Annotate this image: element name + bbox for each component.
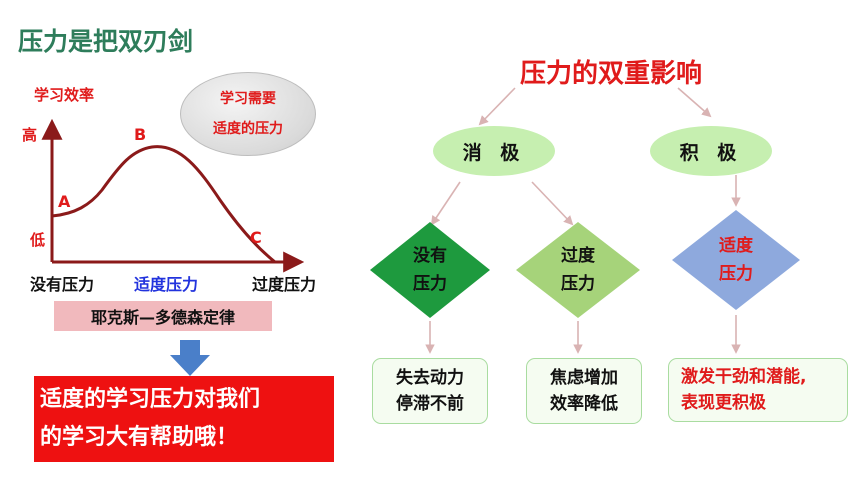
page-title: 压力是把双刃剑 — [18, 27, 194, 56]
x-label-over-pressure: 过度压力 — [252, 275, 317, 294]
arrow-title-to-positive — [677, 87, 712, 118]
performance-curve-chart — [41, 118, 305, 273]
result-no-pressure: 失去动力 停滞不前 — [372, 358, 488, 424]
note-bubble: 学习需要 适度的压力 — [180, 72, 316, 156]
arrow-negative-to-over — [531, 181, 574, 226]
result-over-line-1: 焦虑增加 — [550, 368, 618, 388]
inverted-u-curve — [51, 145, 276, 264]
y-tick-high: 高 — [22, 126, 38, 144]
y-axis-label: 学习效率 — [34, 86, 95, 104]
result-no-line-2: 停滞不前 — [396, 394, 464, 414]
result-moderate-line-1: 激发干劲和潜能, — [681, 367, 807, 387]
result-over-line-2: 效率降低 — [550, 394, 618, 414]
over-pressure-line-1: 过度 — [561, 246, 595, 266]
x-label-no-pressure: 没有压力 — [30, 275, 95, 294]
node-negative: 消 极 — [433, 126, 555, 176]
law-label: 耶克斯—多德森定律 — [54, 301, 272, 331]
flow-title: 压力的双重影响 — [520, 59, 703, 89]
arrow-negative-to-no — [430, 181, 461, 226]
diamond-moderate-pressure-label: 适度 压力 — [686, 230, 786, 290]
node-positive: 积 极 — [650, 126, 772, 176]
down-arrow-icon — [170, 340, 210, 376]
diamond-over-pressure-label: 过度 压力 — [528, 240, 628, 300]
no-pressure-line-2: 压力 — [413, 274, 447, 294]
result-moderate-line-2: 表现更积极 — [681, 393, 766, 413]
conclusion-box: 适度的学习压力对我们 的学习大有帮助哦！ — [34, 376, 334, 462]
result-moderate-pressure: 激发干劲和潜能, 表现更积极 — [668, 358, 848, 422]
conclusion-line-2: 的学习大有帮助哦！ — [40, 425, 239, 450]
result-over-pressure: 焦虑增加 效率降低 — [526, 358, 642, 424]
diamond-moderate-pressure-shape — [672, 210, 800, 310]
over-pressure-line-2: 压力 — [561, 274, 595, 294]
no-pressure-line-1: 没有 — [413, 246, 447, 266]
moderate-pressure-line-2: 压力 — [719, 264, 753, 284]
diamond-no-pressure-label: 没有 压力 — [380, 240, 480, 300]
diamond-over-pressure-shape — [516, 222, 640, 318]
arrow-title-to-negative — [478, 87, 516, 126]
conclusion-line-1: 适度的学习压力对我们 — [40, 387, 261, 412]
note-line-1: 学习需要 — [220, 91, 276, 107]
point-c-label: C — [250, 228, 262, 247]
point-b-label: B — [134, 125, 147, 144]
moderate-pressure-line-1: 适度 — [719, 236, 753, 256]
y-tick-low: 低 — [30, 231, 46, 249]
result-no-line-1: 失去动力 — [396, 368, 464, 388]
note-line-2: 适度的压力 — [213, 121, 283, 137]
diamond-no-pressure-shape — [370, 222, 490, 318]
flow-connectors — [370, 87, 800, 354]
x-label-moderate-pressure: 适度压力 — [134, 275, 199, 294]
point-a-label: A — [58, 192, 71, 211]
